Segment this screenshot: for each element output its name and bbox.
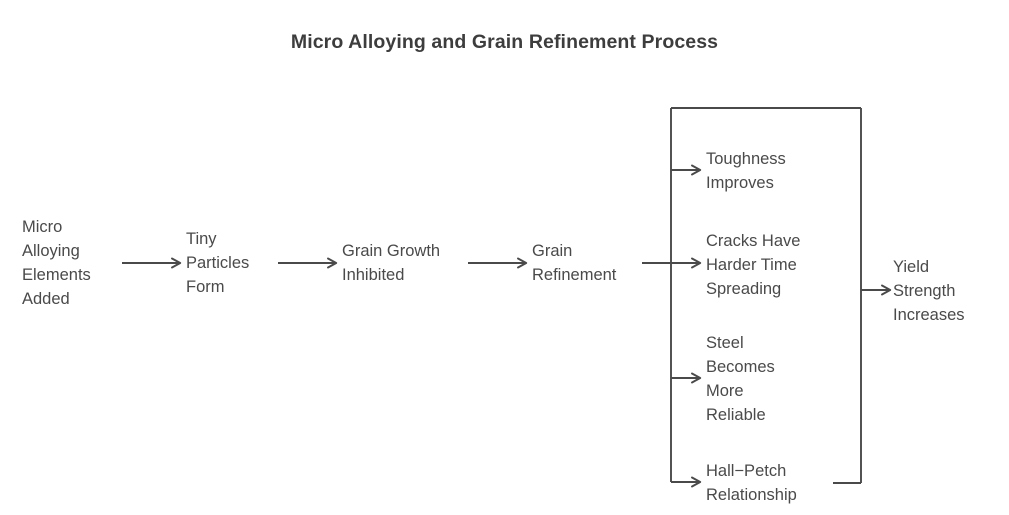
node-tiny-particles-form: Tiny Particles Form <box>186 230 250 296</box>
node-steel-becomes-more-reliable: Steel Becomes More Reliable <box>706 334 775 424</box>
page-title: Micro Alloying and Grain Refinement Proc… <box>290 31 719 53</box>
node-yield-strength-increases: Yield Strength Increases <box>893 258 965 324</box>
node-grain-growth-inhibited: Grain Growth Inhibited <box>342 242 441 284</box>
node-cracks-have-harder-time-spreading: Cracks Have Harder Time Spreading <box>706 232 801 298</box>
node-grain-refinement: Grain Refinement <box>532 242 617 284</box>
node-micro-alloying-elements-added: Micro Alloying Elements Added <box>22 218 91 308</box>
node-toughness-improves: Toughness Improves <box>706 150 786 192</box>
node-hall-petch-relationship: Hall−Petch Relationship <box>706 462 797 504</box>
